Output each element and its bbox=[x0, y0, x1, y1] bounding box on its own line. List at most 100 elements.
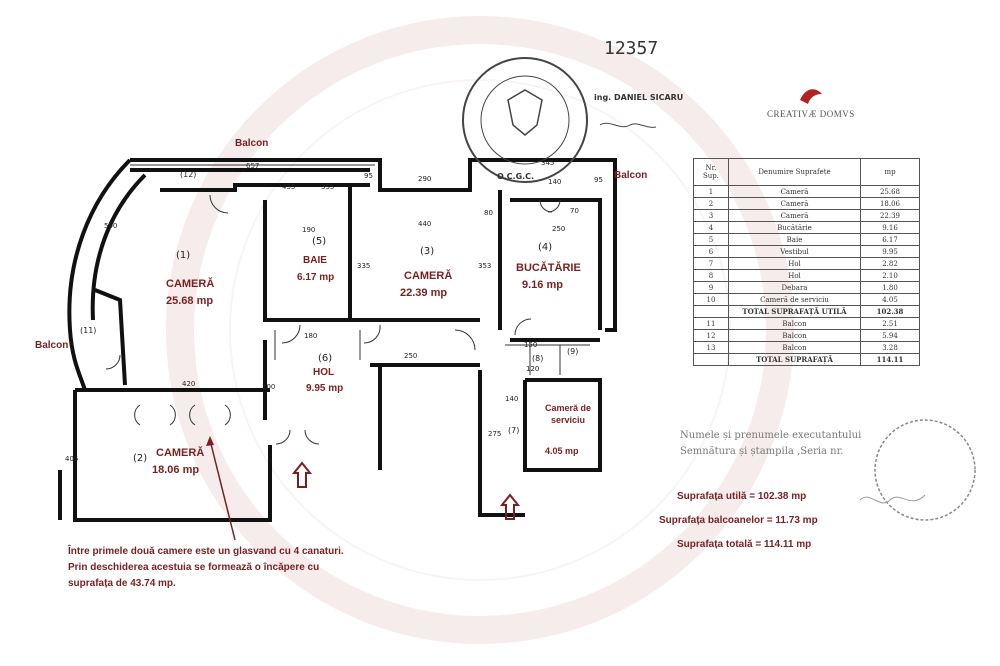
dimension-label: 95 bbox=[364, 172, 373, 180]
handwritten-number: 12357 bbox=[604, 38, 659, 59]
stamp-signatory: ing. DANIEL SICARU bbox=[594, 93, 684, 102]
executant-stamp bbox=[874, 419, 976, 521]
total-balcoane: Suprafața balcoanelor = 11.73 mp bbox=[659, 515, 818, 526]
dimension-label: 353 bbox=[478, 262, 492, 270]
note-line-3: suprafața de 43.74 mp. bbox=[68, 578, 176, 589]
table-cell: Cameră bbox=[728, 209, 861, 222]
room-4-number: (4) bbox=[538, 242, 553, 253]
table-cell: 2.10 bbox=[860, 269, 920, 282]
table-cell: Debara bbox=[728, 281, 861, 294]
room-3-name: CAMERĂ bbox=[404, 270, 453, 282]
room-4-area: 9.16 mp bbox=[522, 279, 563, 291]
dimension-label: 355 bbox=[321, 183, 335, 191]
table-cell: 13 bbox=[693, 341, 729, 354]
table-row-total: TOTAL SUPRAFAȚĂ 114.11 bbox=[693, 353, 920, 366]
logo-bird-icon bbox=[800, 89, 822, 104]
executant-name-line: Numele și prenumele executantului bbox=[680, 430, 862, 441]
table-cell: 5 bbox=[693, 233, 729, 246]
room-7-number: (7) bbox=[508, 426, 520, 435]
balcon-right-label: Balcon bbox=[614, 170, 648, 181]
table-cell: Baie bbox=[728, 233, 861, 246]
note-line-1: Între primele două camere este un glasva… bbox=[68, 546, 344, 557]
table-cell: 11 bbox=[693, 317, 729, 330]
dimension-label: 250 bbox=[404, 352, 418, 360]
room-10-name: Cameră de serviciu bbox=[544, 403, 592, 425]
dimension-label: 405 bbox=[65, 455, 79, 463]
dimension-label: 335 bbox=[357, 262, 371, 270]
executant-signature-line: Semnătura și ștampila ,Seria nr. bbox=[680, 446, 844, 457]
table-cell: Vestibul bbox=[728, 245, 861, 258]
table-header-cell: Nr. Sup. bbox=[693, 158, 729, 186]
table-cell: Cameră bbox=[728, 197, 861, 210]
room-11-number: (11) bbox=[80, 326, 97, 335]
table-cell: Hol bbox=[728, 257, 861, 270]
table-cell: 1.80 bbox=[860, 281, 920, 294]
dimension-label: 180 bbox=[304, 332, 318, 340]
room-5-number: (5) bbox=[312, 236, 327, 247]
dimension-label: 190 bbox=[302, 226, 316, 234]
room-1-name: CAMERĂ bbox=[166, 278, 215, 290]
table-cell: Balcon bbox=[728, 329, 861, 342]
room-3-area: 22.39 mp bbox=[400, 287, 448, 299]
table-cell: Balcon bbox=[728, 317, 861, 330]
table-cell: 9 bbox=[693, 281, 729, 294]
table-cell: 3.28 bbox=[860, 341, 920, 354]
room-12-number: (12) bbox=[180, 170, 197, 179]
table-cell: 18.06 bbox=[860, 197, 920, 210]
dimension-label: 435 bbox=[282, 183, 296, 191]
dimension-label: 70 bbox=[570, 207, 579, 215]
table-cell: 25.68 bbox=[860, 185, 920, 198]
note-line-2: Prin deschiderea acestuia se formează o … bbox=[68, 562, 320, 573]
room-5-area: 6.17 mp bbox=[297, 272, 335, 283]
table-cell: Cameră de serviciu bbox=[728, 293, 861, 306]
dimension-label: 500 bbox=[104, 222, 118, 230]
dimension-label: 140 bbox=[548, 178, 562, 186]
entrance-arrow-icon bbox=[291, 461, 521, 520]
table-cell: 10 bbox=[693, 293, 729, 306]
table-header-row: Nr. Sup. Denumire Suprafețe mp bbox=[693, 158, 920, 186]
table-cell: 12 bbox=[693, 329, 729, 342]
dimension-label: 150 bbox=[524, 341, 538, 349]
total-general: Suprafața totală = 114.11 mp bbox=[677, 539, 812, 550]
table-cell: 1 bbox=[693, 185, 729, 198]
balcon-left-label: Balcon bbox=[35, 340, 69, 351]
room-2-name: CAMERĂ bbox=[156, 447, 205, 459]
company-logo: CREATIVÆ DOMVS bbox=[767, 109, 855, 119]
table-cell: 2 bbox=[693, 197, 729, 210]
dimension-label: 100 bbox=[262, 383, 276, 391]
table-cell: 22.39 bbox=[860, 209, 920, 222]
room-2-number: (2) bbox=[133, 453, 148, 464]
dimension-label: 345 bbox=[541, 159, 555, 167]
room-9-number: (9) bbox=[567, 347, 579, 356]
dimension-label: 440 bbox=[418, 220, 432, 228]
room-6-number: (6) bbox=[318, 353, 333, 364]
balcon-top-label: Balcon bbox=[235, 138, 269, 149]
room-1-number: (1) bbox=[176, 250, 191, 261]
dimension-label: 80 bbox=[484, 209, 493, 217]
dimension-label: 250 bbox=[552, 225, 566, 233]
dimension-label: 420 bbox=[182, 380, 196, 388]
room-2-area: 18.06 mp bbox=[152, 464, 200, 476]
table-header-cell: Denumire Suprafețe bbox=[728, 158, 861, 186]
note-pointer bbox=[209, 439, 236, 541]
walls bbox=[58, 158, 617, 522]
room-6-area: 9.95 mp bbox=[306, 383, 344, 394]
room-10-area: 4.05 mp bbox=[545, 446, 579, 456]
table-cell: 4 bbox=[693, 221, 729, 234]
total-util: Suprafața utilă = 102.38 mp bbox=[677, 491, 807, 502]
table-cell: 2.82 bbox=[860, 257, 920, 270]
table-header-cell: mp bbox=[860, 158, 920, 186]
dimension-label: 120 bbox=[526, 365, 540, 373]
dimension-label: 290 bbox=[418, 175, 432, 183]
